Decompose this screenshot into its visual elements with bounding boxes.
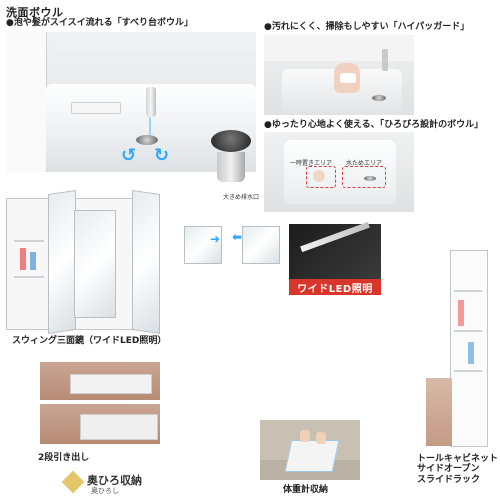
drain-note-tag: 大きめ排水口 <box>223 194 260 201</box>
caption-drawers: 2段引き出し <box>38 453 90 463</box>
swing-mirror-photo <box>6 188 171 338</box>
tall-shelf-2 <box>454 330 482 332</box>
cabinet-mirror-a <box>184 226 222 264</box>
sponge <box>340 73 356 83</box>
caption-text: ●汚れにくく、掃除もしやすい「ハイパッガード」 <box>264 22 470 32</box>
caption-tall-line1: トールキャビネット <box>417 454 499 464</box>
faucet-icon <box>146 87 156 117</box>
section-title: 洗面ボウル <box>6 6 64 19</box>
cube-logo-icon <box>61 470 85 494</box>
hand-wash-area-tag: 一時置きエリア <box>290 160 333 167</box>
tall-shelf-3 <box>454 370 482 372</box>
logo-main-text: 奥ひろ収納 <box>87 474 142 487</box>
caption-wide-bowl: ●ゆったり心地よく使える、「ひろびろ設計のボウル」 <box>264 120 483 130</box>
drawer-lower-contents <box>80 414 158 440</box>
soap-bottle <box>313 170 325 182</box>
bottle-red <box>20 248 26 270</box>
tall-shelf-1 <box>454 290 482 292</box>
drain-icon <box>372 95 386 101</box>
led-banner: ワイドLED照明 <box>289 279 381 295</box>
cabinet-open-illustration-a: ➜ <box>180 222 230 266</box>
drain-basket <box>217 152 245 182</box>
led-light-photo <box>289 221 381 279</box>
drain-icon <box>364 176 376 181</box>
bottle-red <box>458 300 464 326</box>
hyper-guard-photo <box>264 35 414 115</box>
caption-text: ●ゆったり心地よく使える、「ひろびろ設計のボウル」 <box>264 120 484 130</box>
caption-scale-storage: 体重計収納 <box>283 485 329 495</box>
cabinet-open-illustration-b: ⬅ <box>232 222 284 266</box>
tall-cabinet-photo <box>420 250 492 450</box>
shelf-1 <box>14 240 44 242</box>
mirror-door-right <box>132 190 160 334</box>
water-area-tag: 水ためエリア <box>346 160 383 167</box>
led-strip <box>300 221 370 253</box>
drain-cap-icon <box>211 130 251 152</box>
mirror-bottom <box>56 32 256 52</box>
foot-left <box>300 430 310 442</box>
cabinet-mirror-b <box>242 226 280 264</box>
drawer-upper-contents <box>70 374 152 394</box>
caption-tall-line3: スライドラック <box>417 474 481 485</box>
cabinet-side <box>6 32 47 172</box>
wide-basin <box>284 140 396 204</box>
arrow-right-icon: ➜ <box>210 232 221 246</box>
counter-back <box>264 35 414 61</box>
caption-tall-cabinet: トールキャビネット サイドオープン スライドラック <box>417 454 498 485</box>
side-open-rack <box>426 378 452 446</box>
scale-storage-photo <box>260 420 360 480</box>
bottle-blue <box>30 252 36 270</box>
mirror-door-left <box>48 190 76 334</box>
drain-closeup: 大きめ排水口 <box>205 130 263 205</box>
hand-wash-area-outline <box>306 166 336 188</box>
caption-hyper-guard: ●汚れにくく、掃除もしやすい「ハイパッガード」 <box>264 22 469 32</box>
shelf-tray <box>71 102 121 114</box>
water-stream <box>149 117 151 135</box>
caption-swing-mirror: スウィング三面鏡（ワイドLED照明） <box>12 336 167 346</box>
arrow-left-icon: ⬅ <box>232 230 243 244</box>
logo-sub-text: 奥ひろし <box>91 487 119 495</box>
flow-arrow-left-icon: ↺ <box>121 145 137 166</box>
caption-tall-line2: サイドオープン <box>417 464 480 475</box>
drain-icon <box>136 135 158 145</box>
scale-device <box>284 440 340 472</box>
foot-right <box>316 432 326 444</box>
bottle-blue <box>468 342 474 364</box>
mirror-door-center <box>74 210 116 318</box>
wide-bowl-photo: 一時置きエリア 水ためエリア <box>264 132 414 212</box>
shelf-2 <box>14 276 44 278</box>
drawers-photo <box>40 360 160 450</box>
caption-text: ●泡や髪がスイスイ流れる「すべり台ボウル」 <box>6 18 193 28</box>
flow-arrow-right-icon: ↻ <box>154 145 170 166</box>
faucet-icon <box>382 49 388 71</box>
oku-hiro-logo: 奥ひろ収納 奥ひろし <box>61 470 175 496</box>
water-area-outline <box>342 166 386 188</box>
caption-bowl-slide: ●泡や髪がスイスイ流れる「すべり台ボウル」 <box>6 18 193 28</box>
